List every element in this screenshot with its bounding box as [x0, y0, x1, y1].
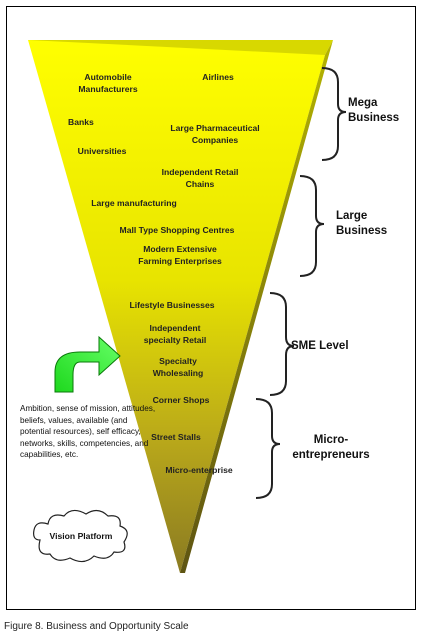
funnel-body [28, 40, 325, 573]
funnel-item-banks: Banks [68, 117, 94, 127]
funnel-item-corner-shops: Corner Shops [152, 395, 210, 405]
funnel-item-universities: Universities [77, 146, 127, 156]
vision-cloud [33, 509, 128, 563]
level-label-micro: Micro-entrepreneurs [292, 434, 370, 461]
figure-frame [6, 6, 416, 610]
funnel-item-mall: Mall Type Shopping Centres [119, 225, 235, 235]
figure-caption: Figure 8. Business and Opportunity Scale [4, 621, 189, 632]
funnel-item-large-manufacturing: Large manufacturing [91, 198, 177, 208]
level-label-sme: SME Level [291, 340, 349, 352]
funnel-item-airlines: Airlines [202, 72, 234, 82]
funnel-item-street-stalls: Street Stalls [151, 432, 201, 442]
funnel-item-micro-enterprise: Micro-enterprise [165, 465, 233, 475]
resources-note: Ambition, sense of mission, attitudes, b… [20, 404, 156, 460]
brace-mega [321, 67, 347, 161]
funnel-item-lifestyle: Lifestyle Businesses [129, 300, 215, 310]
funnel-side-face [180, 40, 333, 573]
brace-micro [255, 398, 281, 499]
brace-sme [269, 292, 295, 396]
brace-large [299, 175, 325, 277]
green-arrow [54, 335, 121, 393]
vision-platform-label: Vision Platform [49, 531, 113, 541]
